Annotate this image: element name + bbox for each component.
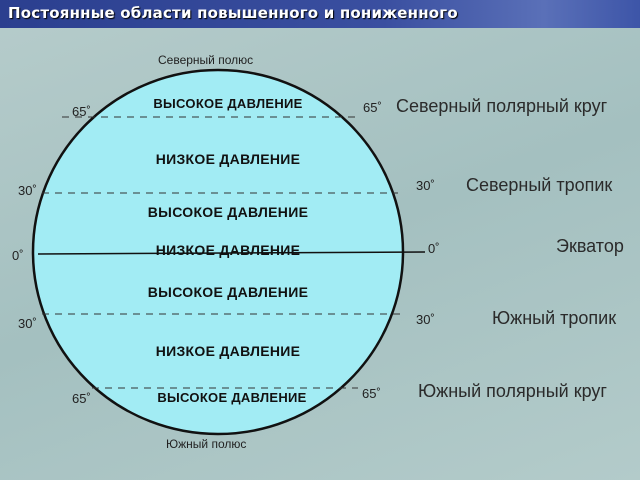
north-pole-label: Северный полюс bbox=[158, 53, 254, 67]
title-bar: Постоянные области повышенного и понижен… bbox=[0, 0, 640, 28]
south-pole-label: Южный полюс bbox=[166, 437, 247, 451]
band-label: ВЫСОКОЕ ДАВЛЕНИЕ bbox=[153, 96, 303, 111]
band-label: НИЗКОЕ ДАВЛЕНИЕ bbox=[155, 151, 301, 167]
band-label: ВЫСОКОЕ ДАВЛЕНИЕ bbox=[157, 390, 307, 405]
lat-right-s65: 65˚ bbox=[362, 386, 381, 401]
lat-left-n65: 65˚ bbox=[72, 104, 91, 119]
lat-right-s30: 30˚ bbox=[416, 312, 435, 327]
antarctic-circle-label: Южный полярный круг bbox=[418, 381, 607, 401]
band-label: НИЗКОЕ ДАВЛЕНИЕ bbox=[155, 242, 301, 258]
lat-left-n30: 30˚ bbox=[18, 183, 37, 198]
lat-right-n30: 30˚ bbox=[416, 178, 435, 193]
arctic-circle-label: Северный полярный круг bbox=[396, 96, 608, 116]
tropic-capricorn-label: Южный тропик bbox=[492, 308, 617, 328]
tropic-cancer-label: Северный тропик bbox=[466, 175, 613, 195]
lat-right-n65: 65˚ bbox=[363, 100, 382, 115]
band-label: НИЗКОЕ ДАВЛЕНИЕ bbox=[155, 343, 301, 359]
lat-left-eq: 0˚ bbox=[12, 248, 24, 263]
slide-title: Постоянные области повышенного и понижен… bbox=[8, 4, 458, 22]
band-label: ВЫСОКОЕ ДАВЛЕНИЕ bbox=[147, 284, 309, 300]
lat-right-eq: 0˚ bbox=[428, 241, 440, 256]
equator-label: Экватор bbox=[556, 236, 624, 256]
lat-left-s30: 30˚ bbox=[18, 316, 37, 331]
lat-left-s65: 65˚ bbox=[72, 391, 91, 406]
line-equator bbox=[37, 251, 426, 255]
band-label: ВЫСОКОЕ ДАВЛЕНИЕ bbox=[147, 204, 309, 220]
